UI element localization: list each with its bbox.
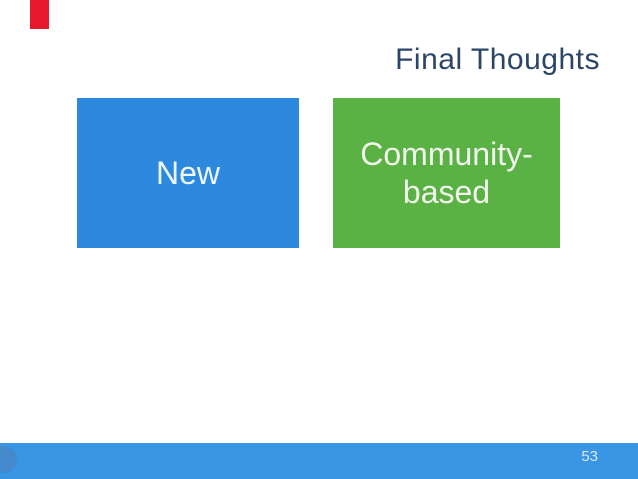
- card-community-based: Community-based: [333, 98, 560, 248]
- card-new: New: [77, 98, 299, 248]
- page-number: 53: [581, 448, 598, 465]
- card-new-label: New: [155, 154, 220, 191]
- card-community-based-label: Community-based: [360, 135, 533, 210]
- footer-bar: 53: [0, 443, 638, 479]
- footer-circle-decoration: [0, 446, 17, 473]
- slide-title: Final Thoughts: [395, 43, 600, 76]
- red-marker: [30, 0, 49, 29]
